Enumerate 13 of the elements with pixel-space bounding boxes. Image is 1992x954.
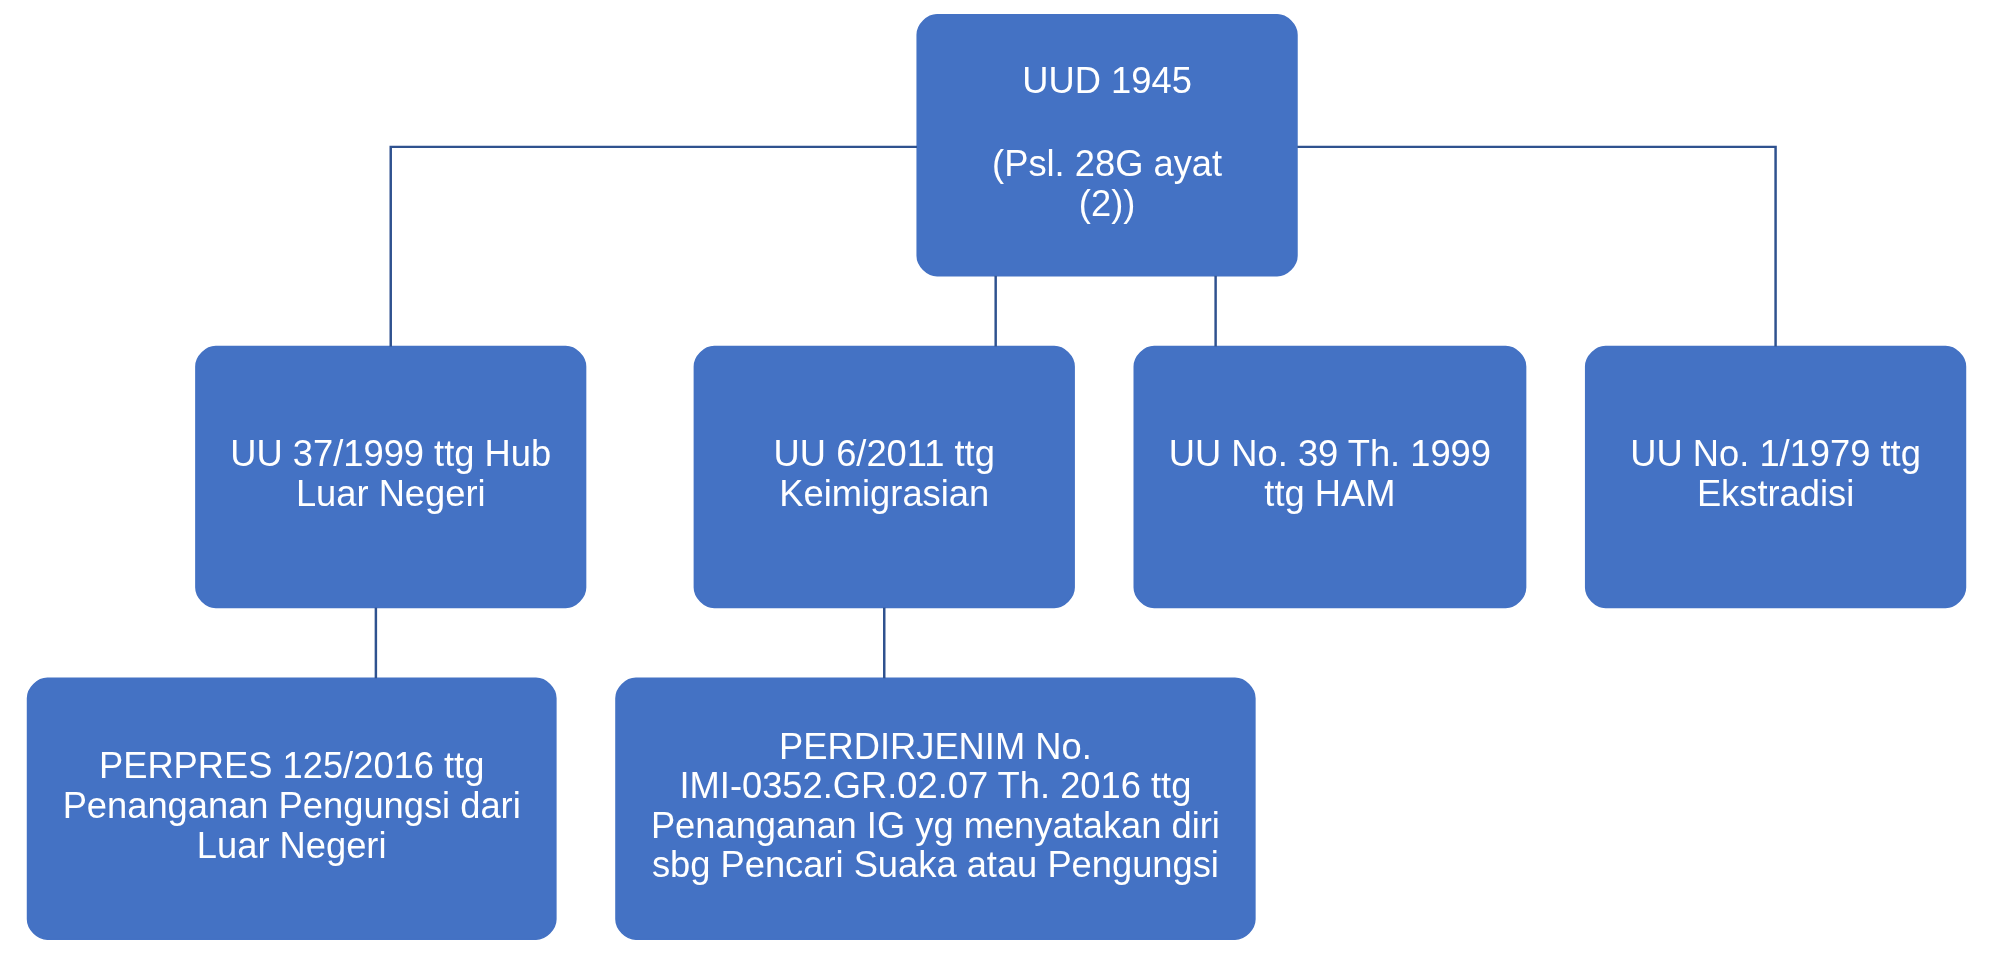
node-box: PERDIRJENIM No. IMI-0352.GR.02.07 Th. 2016 ttg Penanganan IG yg menyatakan diri sbg Pencari Suaka atau Pengungsi	[614, 677, 1256, 940]
node-box: UU No. 1/1979 ttg Ekstradisi	[1584, 345, 1966, 609]
connector	[374, 607, 377, 679]
node-box: UU No. 39 Th. 1999 ttg HAM	[1133, 345, 1526, 609]
connector	[1213, 275, 1217, 347]
node-box: UU 37/1999 ttg Hub Luar Negeri	[194, 345, 586, 609]
node-box: PERPRES 125/2016 ttg Penanganan Pengungsi dari Luar Negeri	[26, 677, 557, 940]
connector	[389, 145, 917, 347]
connector	[882, 607, 885, 679]
node-box: UUD 1945 (Psl. 28G ayat (2))	[915, 14, 1298, 277]
connector	[993, 275, 997, 347]
node-box: UU 6/2011 ttg Keimigrasian	[693, 345, 1075, 609]
connector	[1296, 145, 1777, 347]
